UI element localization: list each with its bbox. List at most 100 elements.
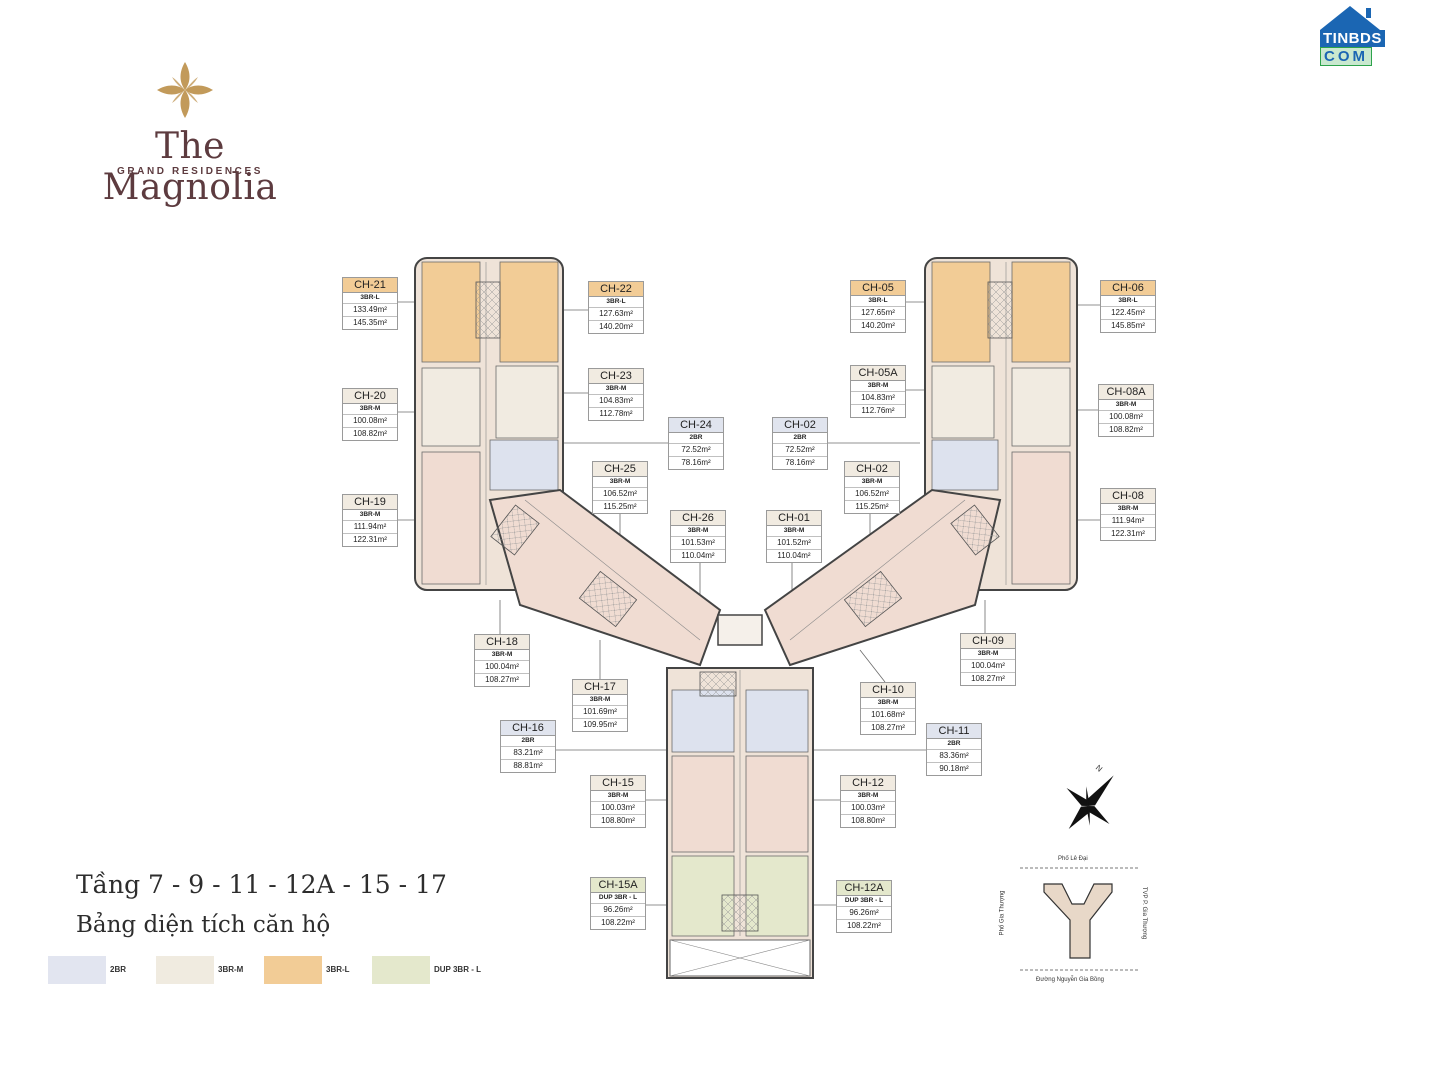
unit-code: CH-02 [845,462,899,477]
unit-label-ch-24: CH-24 2BR 72.52m² 78.16m² [668,417,724,470]
unit-type: 3BR-M [593,477,647,488]
unit-area-2: 145.35m² [353,318,387,327]
unit-type: 3BR-M [343,404,397,415]
unit-area-1: 111.94m² [343,521,397,534]
unit-area-2: 112.78m² [599,409,633,418]
unit-area-1: 96.26m² [837,907,891,920]
unit-area-2: 122.31m² [1111,529,1145,538]
right-tower [924,257,1078,591]
unit-type: 2BR [669,433,723,444]
unit-area-1: 100.04m² [961,660,1015,673]
unit-type: 3BR-L [851,296,905,307]
unit-code: CH-12A [837,881,891,896]
unit-code: CH-21 [343,278,397,293]
area-table-title: Bảng diện tích căn hộ [76,912,331,938]
unit-area-2: 78.16m² [681,458,711,467]
unit-type: 3BR-M [841,791,895,802]
unit-area-1: 96.26m² [591,904,645,917]
unit-area-2: 110.04m² [681,551,715,560]
unit-label-ch-09: CH-09 3BR-M 100.04m² 108.27m² [960,633,1016,686]
unit-label-ch-18: CH-18 3BR-M 100.04m² 108.27m² [474,634,530,687]
unit-area-2: 108.22m² [601,918,635,927]
unit-code: CH-08 [1101,489,1155,504]
unit-label-ch-12a: CH-12A DUP 3BR - L 96.26m² 108.22m² [836,880,892,933]
unit-type: 3BR-M [589,384,643,395]
unit-label-ch-19: CH-19 3BR-M 111.94m² 122.31m² [342,494,398,547]
unit-type: 3BR-M [1101,504,1155,515]
unit-label-ch-05: CH-05 3BR-L 127.65m² 140.20m² [850,280,906,333]
unit-area-1: 101.52m² [767,537,821,550]
brand-name: The Magnolia [102,126,278,208]
magnolia-flower-icon [157,62,213,118]
watermark-line1: TINBDS [1320,30,1385,47]
unit-code: CH-16 [501,721,555,736]
unit-area-1: 72.52m² [773,444,827,457]
unit-code: CH-20 [343,389,397,404]
unit-area-1: 100.03m² [841,802,895,815]
legend-swatch [156,956,214,984]
unit-area-2: 108.80m² [851,816,885,825]
unit-code: CH-23 [589,369,643,384]
unit-area-2: 122.31m² [353,535,387,544]
unit-type: 2BR [501,736,555,747]
unit-code: CH-18 [475,635,529,650]
unit-area-1: 101.69m² [573,706,627,719]
unit-area-1: 72.52m² [669,444,723,457]
unit-area-2: 140.20m² [861,321,895,330]
unit-type: 3BR-L [343,293,397,304]
unit-area-1: 111.94m² [1101,515,1155,528]
legend-label: 2BR [110,965,127,974]
unit-area-1: 106.52m² [593,488,647,501]
unit-area-2: 115.25m² [855,502,889,511]
unit-type: 3BR-M [671,526,725,537]
unit-area-1: 106.52m² [845,488,899,501]
leader-lines [396,301,1104,906]
unit-area-2: 90.18m² [939,764,969,773]
unit-code: CH-05A [851,366,905,381]
unit-code: CH-15 [591,776,645,791]
unit-code: CH-02 [773,418,827,433]
legend-label: 3BR-M [218,965,244,974]
legend-swatch [264,956,322,984]
unit-area-1: 133.49m² [343,304,397,317]
unit-area-1: 100.03m² [591,802,645,815]
unit-area-1: 122.45m² [1101,307,1155,320]
unit-area-1: 83.21m² [501,747,555,760]
unit-area-2: 110.04m² [777,551,811,560]
unit-area-1: 100.08m² [343,415,397,428]
unit-code: CH-22 [589,282,643,297]
unit-area-2: 145.85m² [1111,321,1145,330]
legend-swatch [372,956,430,984]
unit-label-ch-15: CH-15 3BR-M 100.03m² 108.80m² [590,775,646,828]
unit-label-ch-02-3brm: CH-02 3BR-M 106.52m² 115.25m² [844,461,900,514]
unit-label-ch-20: CH-20 3BR-M 100.08m² 108.82m² [342,388,398,441]
unit-label-ch-08a: CH-08A 3BR-M 100.08m² 108.82m² [1098,384,1154,437]
unit-label-ch-02-2br: CH-02 2BR 72.52m² 78.16m² [772,417,828,470]
brand-subtitle: GRAND RESIDENCES [116,166,264,177]
unit-area-2: 108.82m² [1109,425,1143,434]
unit-area-1: 127.63m² [589,308,643,321]
unit-code: CH-24 [669,418,723,433]
unit-code: CH-12 [841,776,895,791]
unit-area-1: 100.04m² [475,661,529,674]
unit-type: 3BR-M [851,381,905,392]
unit-area-1: 100.08m² [1099,411,1153,424]
unit-label-ch-11: CH-11 2BR 83.36m² 90.18m² [926,723,982,776]
unit-code: CH-09 [961,634,1015,649]
unit-type: 2BR [927,739,981,750]
unit-label-ch-10: CH-10 3BR-M 101.68m² 108.27m² [860,682,916,735]
unit-type: 3BR-M [1099,400,1153,411]
unit-type: 3BR-L [1101,296,1155,307]
street-bottom: Đường Nguyễn Gia Bồng [1036,977,1104,983]
unit-code: CH-06 [1101,281,1155,296]
floor-title: Tầng 7 - 9 - 11 - 12A - 15 - 17 [76,870,447,899]
unit-code: CH-05 [851,281,905,296]
unit-label-ch-26: CH-26 3BR-M 101.53m² 110.04m² [670,510,726,563]
unit-label-ch-05a: CH-05A 3BR-M 104.83m² 112.76m² [850,365,906,418]
street-right: TVP P. Gia Thượng [1141,886,1148,940]
unit-label-ch-08: CH-08 3BR-M 111.94m² 122.31m² [1100,488,1156,541]
center-connector [717,614,763,646]
house-roof-icon [1320,6,1380,30]
